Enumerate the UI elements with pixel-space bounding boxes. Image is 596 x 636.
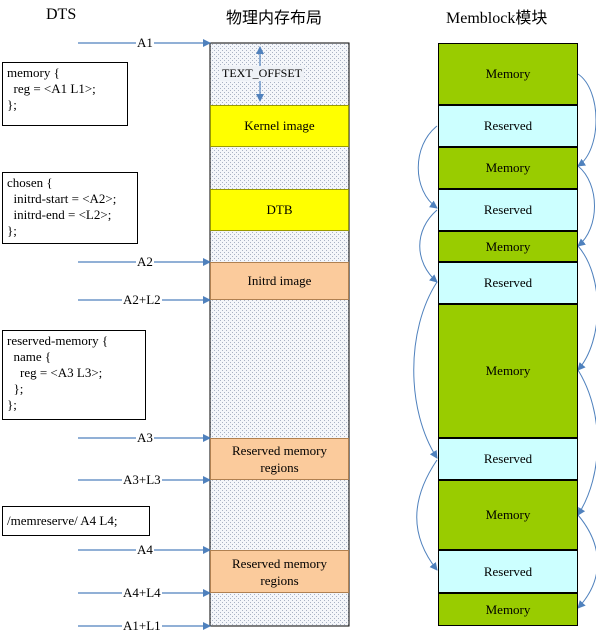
memblock-reserved-region: Reserved [438,262,578,304]
address-label: A4+L4 [122,585,162,601]
dts-line: initrd-end = <L2>; [7,207,112,222]
address-label: A4 [136,542,154,558]
dts-line: }; [7,223,17,238]
memblock-links [413,73,596,609]
address-label: A1+L1 [122,618,162,634]
memblock-reserved-region: Reserved [438,105,578,147]
memblock-memory-region: Memory [438,480,578,550]
address-label: A3+L3 [122,472,162,488]
dts-line: chosen { [7,175,53,190]
memblock-memory-region: Memory [438,593,578,626]
dts-line: initrd-start = <A2>; [7,191,117,206]
dts-line: name { [7,349,52,364]
region-label: Reserved [483,118,533,133]
dts-chosen-node: chosen { initrd-start = <A2>; initrd-end… [2,172,138,244]
memblock-memory-region: Memory [438,231,578,262]
link-right [577,369,596,516]
region-label: Memory [485,507,531,522]
dts-line: }; [7,381,24,396]
dts-line: /memreserve/ A4 L4; [7,513,118,528]
dtb-label: DTB [266,202,293,217]
link-right [577,514,596,609]
link-left [419,209,438,283]
dts-line: }; [7,97,17,112]
initrd-image-label: Initrd image [247,273,312,288]
region-label: Reserved [483,451,533,466]
memblock-reserved-region: Reserved [438,438,578,480]
region-label: Memory [485,160,531,175]
link-left [413,281,438,459]
dtb-block: DTB [210,189,349,231]
kernel-image-label: Kernel image [244,118,315,133]
kernel-image-block: Kernel image [210,105,349,147]
address-label: A2 [136,254,154,270]
memblock-reserved-region: Reserved [438,189,578,231]
address-label: A3 [136,430,154,446]
memblock-reserved-region: Reserved [438,550,578,593]
dts-line: reserved-memory { [7,333,109,348]
reserved-memory-regions-label: Reserved memory regions [232,555,327,588]
reserved-memory-regions-block: Reserved memory regions [210,550,349,593]
link-right [577,165,595,247]
region-label: Reserved [483,275,533,290]
region-label: Memory [485,601,531,617]
dts-memreserve-node: /memreserve/ A4 L4; [2,506,150,536]
region-label: Memory [485,363,531,378]
link-right [577,73,596,167]
memblock-heading: Memblock模块 [446,10,548,27]
memblock-memory-region: Memory [438,304,578,438]
address-arrows [78,39,211,630]
region-label: Memory [485,238,531,254]
dts-reserved-memory-node: reserved-memory { name { reg = <A3 L3>; … [2,330,146,420]
reserved-memory-regions-label: Reserved memory regions [232,443,327,475]
dts-line: memory { [7,65,60,80]
text-offset-label: TEXT_OFFSET [220,66,305,81]
memblock-memory-region: Memory [438,43,578,105]
link-left [417,125,438,209]
region-label: Reserved [483,202,533,217]
region-label: Memory [485,66,531,81]
dts-line: reg = <A1 L1>; [7,81,96,96]
region-label: Reserved [483,563,533,579]
dts-memory-node: memory { reg = <A1 L1>; }; [2,62,128,126]
initrd-image-block: Initrd image [210,262,349,300]
dts-heading: DTS [46,6,77,23]
address-label: A2+L2 [122,292,162,308]
link-left [416,459,438,571]
dts-line: reg = <A3 L3>; [7,365,103,380]
dts-line: }; [7,397,17,412]
link-right [577,245,596,371]
reserved-memory-regions-block: Reserved memory regions [210,438,349,480]
physical-layout-heading: 物理内存布局 [226,10,323,27]
memblock-memory-region: Memory [438,147,578,189]
address-label: A1 [136,35,154,51]
